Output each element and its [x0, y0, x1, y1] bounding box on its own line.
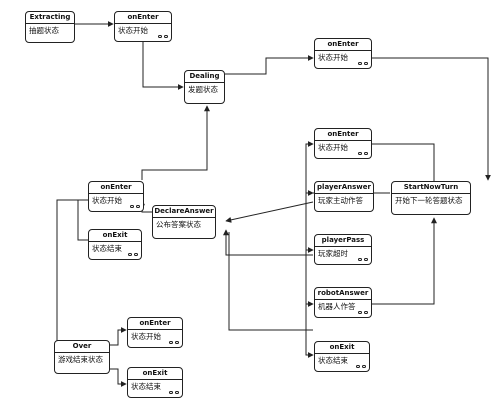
state-robot-answer[interactable]: robotAnswer 机器人作答: [314, 287, 372, 318]
state-start-now-turn[interactable]: StartNowTurn 开始下一轮答题状态: [391, 181, 471, 215]
state-description: 玩家超时: [318, 249, 348, 258]
edge-playerpass-declare: [223, 229, 313, 256]
state-description: 状态开始: [92, 196, 122, 205]
state-description: 机器人作答: [318, 302, 356, 311]
state-description: 状态结束: [92, 244, 122, 253]
state-title: playerAnswer: [315, 182, 373, 194]
state-title: onExit: [315, 342, 369, 354]
onenter-left[interactable]: onEnter 状态开始: [88, 181, 144, 212]
state-description: 状态开始: [131, 332, 161, 341]
state-title: onExit: [128, 368, 182, 380]
state-player-answer[interactable]: playerAnswer 玩家主动作答: [314, 181, 374, 212]
state-title: onExit: [89, 230, 141, 242]
onexit-over[interactable]: onExit 状态结束: [127, 367, 183, 398]
edge-over-onexit: [110, 368, 127, 387]
edge-robotanswer-declare: [228, 232, 313, 331]
state-description: 发题状态: [188, 85, 218, 94]
state-description: 状态开始: [318, 53, 348, 62]
edge-exit-link: [77, 200, 88, 241]
edge-bus-robotanswer: [305, 250, 314, 307]
state-over[interactable]: Over 游戏结束状态: [54, 340, 110, 374]
state-description: 玩家主动作答: [318, 196, 363, 205]
composite-state-icon: [358, 311, 368, 315]
composite-state-icon: [169, 391, 179, 395]
state-description: 状态开始: [118, 26, 148, 35]
onenter-mid[interactable]: onEnter 状态开始: [314, 128, 372, 159]
composite-state-icon: [358, 152, 368, 156]
state-title: onEnter: [89, 182, 143, 194]
state-title: onEnter: [128, 318, 182, 330]
onenter-dealing[interactable]: onEnter 状态开始: [314, 38, 372, 69]
state-title: Dealing: [185, 71, 224, 83]
state-title: Extracting: [26, 12, 74, 24]
edge-onenter-startnowturn: [372, 57, 491, 181]
state-title: StartNowTurn: [392, 182, 470, 194]
state-description: 游戏结束状态: [58, 355, 103, 364]
edge-bus-onexit: [305, 304, 314, 358]
state-title: onEnter: [315, 39, 371, 51]
edge-dealing-onenter: [225, 55, 314, 75]
composite-state-icon: [128, 253, 138, 257]
edge-robot-return: [372, 217, 437, 305]
state-declare-answer[interactable]: DeclareAnswer 公布答案状态: [152, 205, 216, 239]
composite-state-icon: [358, 258, 368, 262]
onexit-left[interactable]: onExit 状态结束: [88, 229, 142, 260]
onenter-top[interactable]: onEnter 状态开始: [114, 11, 172, 42]
composite-state-icon: [169, 341, 179, 345]
state-description: 开始下一轮答题状态: [395, 196, 463, 205]
onexit-bottom-right[interactable]: onExit 状态结束: [314, 341, 370, 372]
state-title: robotAnswer: [315, 288, 371, 300]
state-title: DeclareAnswer: [153, 206, 215, 218]
edge-bus-playerpass: [305, 193, 314, 253]
onenter-over[interactable]: onEnter 状态开始: [127, 317, 183, 348]
state-title: Over: [55, 341, 109, 353]
state-extracting[interactable]: Extracting 抽题状态: [25, 11, 75, 43]
state-title: playerPass: [315, 235, 371, 247]
edge-onenter-dealing-return: [141, 105, 210, 180]
state-description: 公布答案状态: [156, 220, 201, 229]
composite-state-icon: [358, 62, 368, 66]
state-player-pass[interactable]: playerPass 玩家超时: [314, 234, 372, 265]
composite-state-icon: [356, 365, 366, 369]
state-description: 状态开始: [318, 143, 348, 152]
state-dealing[interactable]: Dealing 发题状态: [184, 70, 225, 104]
edge-over-onenter: [110, 327, 127, 346]
edge-onenter-return: [372, 143, 435, 182]
edge-playeranswer-declare: [225, 201, 314, 223]
composite-state-icon: [130, 205, 140, 209]
edge-onenter-dealing: [142, 42, 184, 90]
state-description: 状态结束: [318, 356, 348, 365]
state-title: onEnter: [115, 12, 171, 24]
composite-state-icon: [158, 35, 168, 39]
state-title: onEnter: [315, 129, 371, 141]
state-description: 抽题状态: [29, 26, 59, 35]
edge-left-over: [56, 199, 88, 360]
state-description: 状态结束: [131, 382, 161, 391]
